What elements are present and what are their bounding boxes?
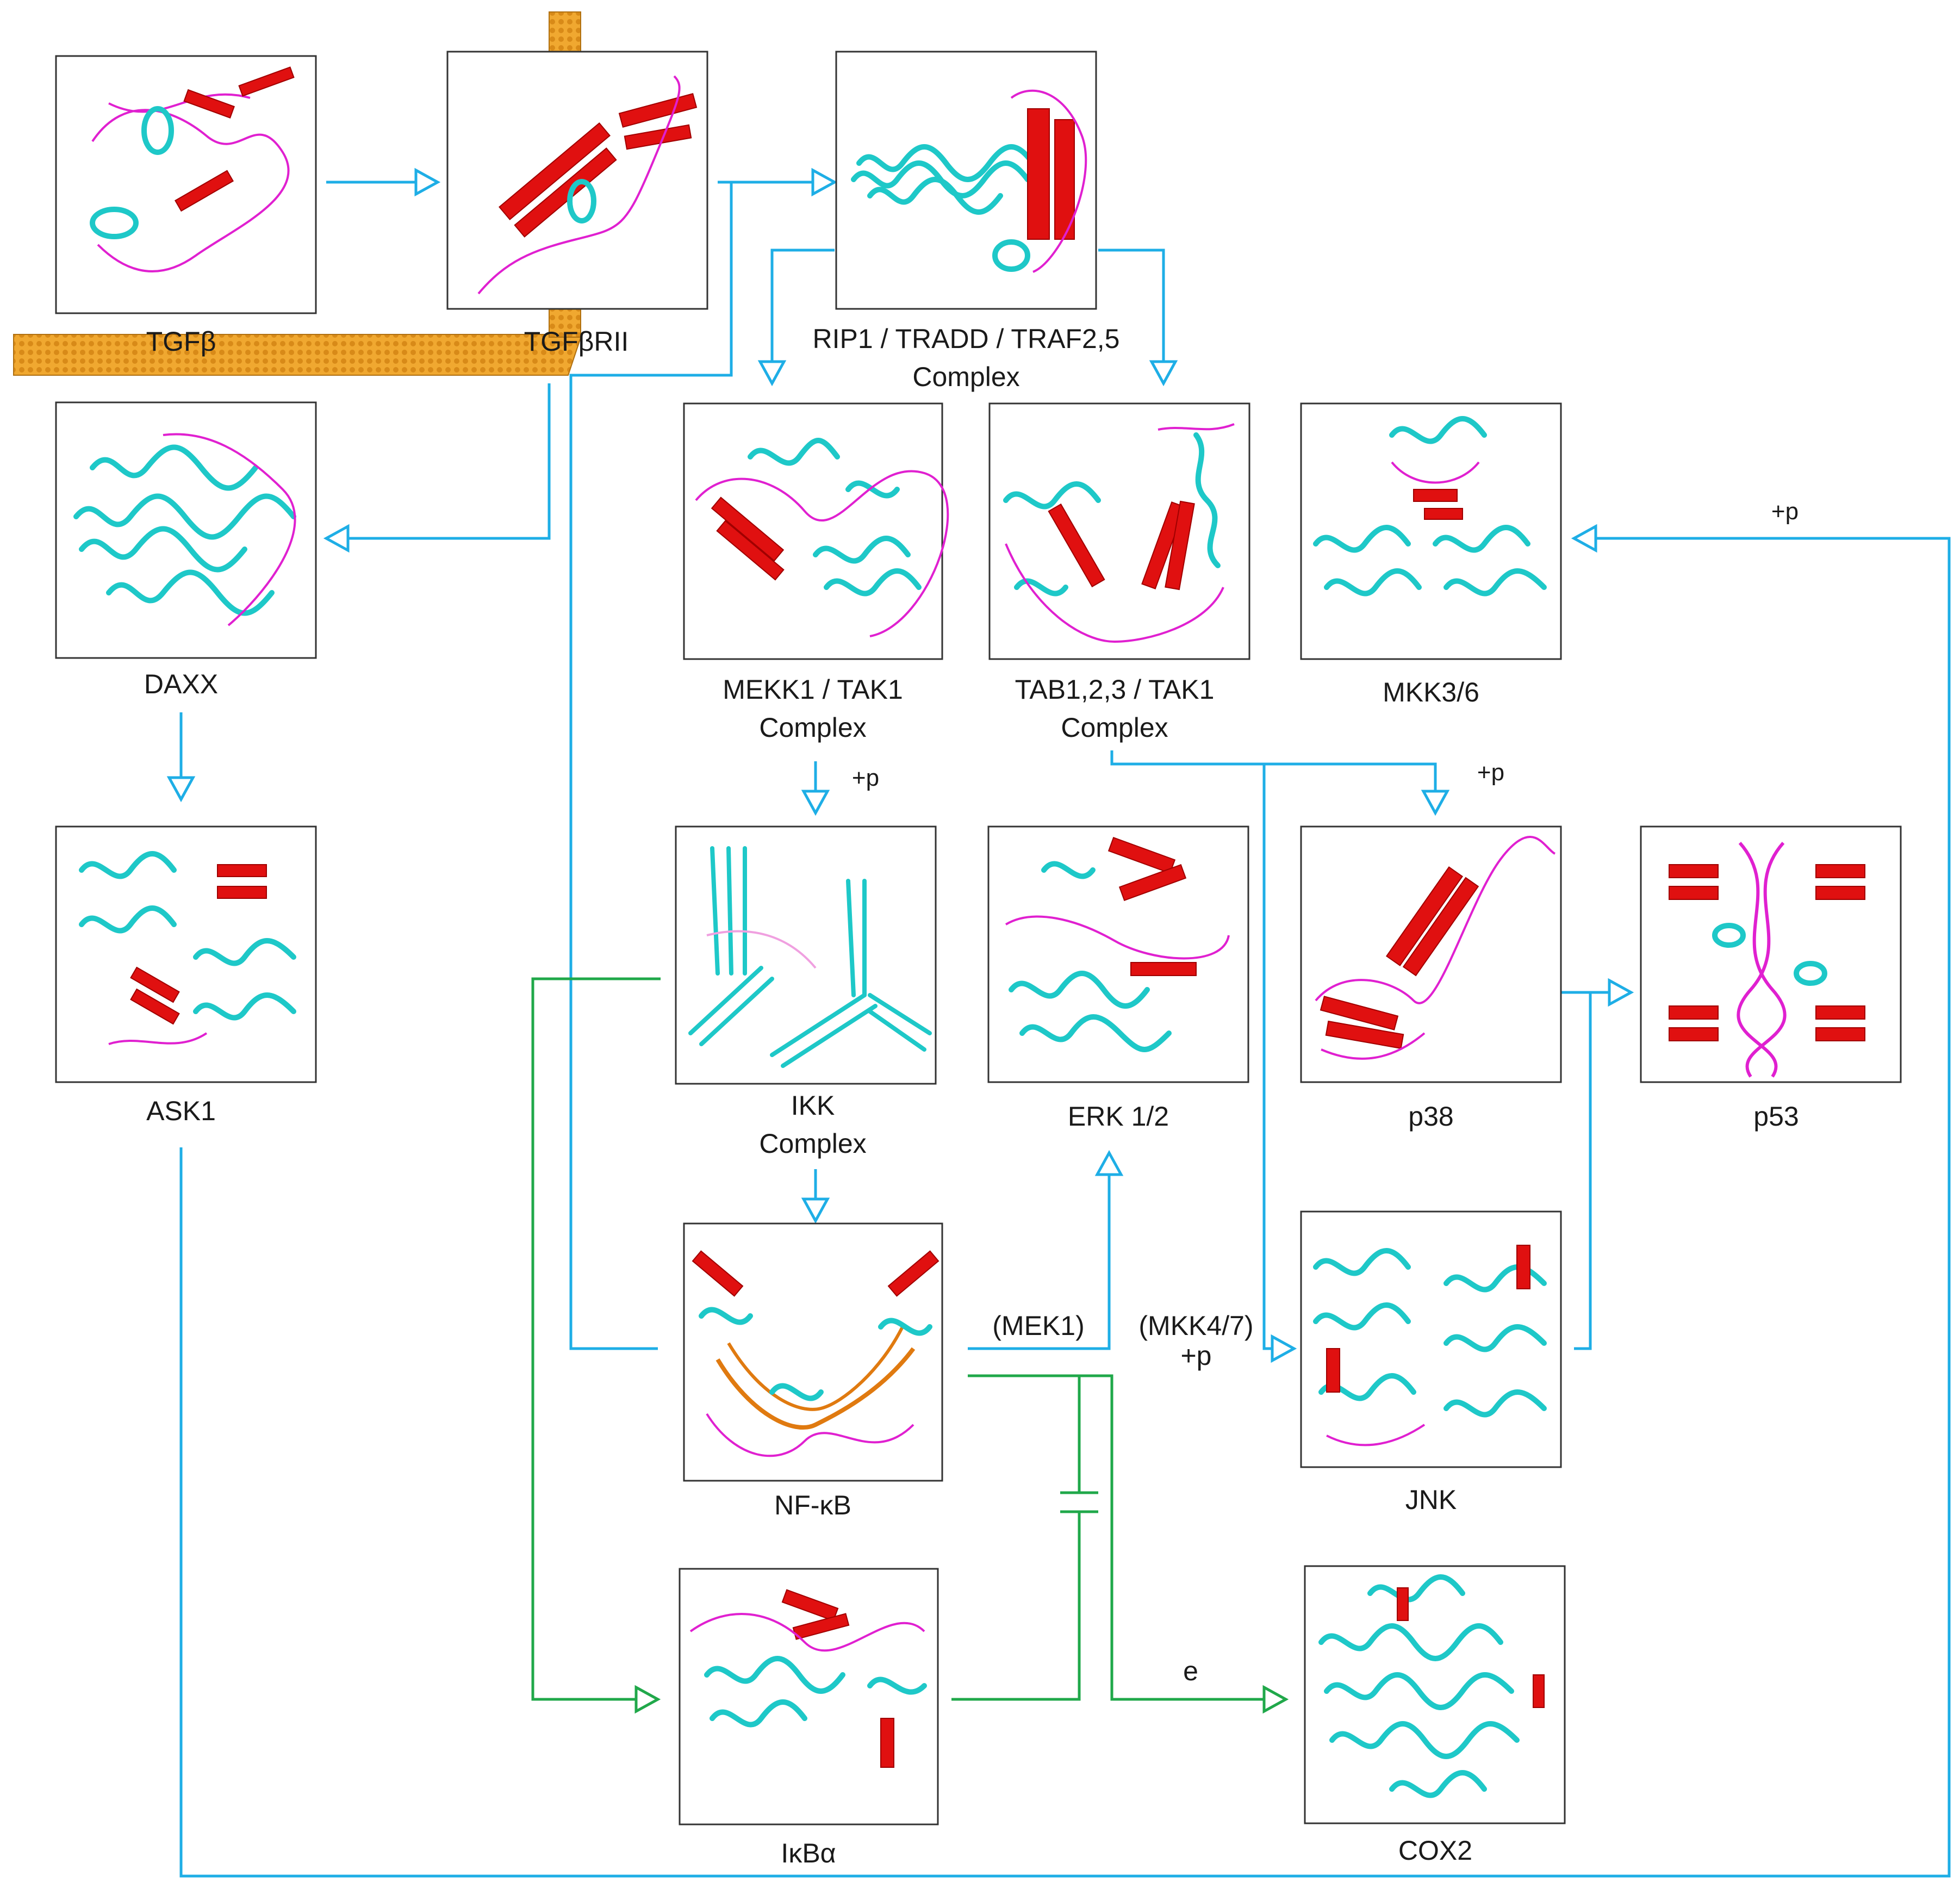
label-rip1-line1: RIP1 / TRADD / TRAF2,5	[813, 324, 1120, 354]
protein-mekk1-complex[interactable]	[683, 402, 949, 660]
protein-tab-complex[interactable]	[988, 402, 1250, 660]
label-ikba: IκBα	[781, 1838, 836, 1868]
protein-p53[interactable]	[1640, 825, 1902, 1083]
annotation-mkk47-line2: +p	[1180, 1340, 1211, 1371]
label-rip1-line2: Complex	[912, 362, 1019, 392]
label-tgfbrii: TGFβRII	[524, 326, 629, 357]
nfkb-arrows	[531, 977, 1289, 1714]
label-mekk1-line2: Complex	[759, 712, 866, 743]
protein-tgfbrii[interactable]	[446, 51, 708, 310]
label-erk12: ERK 1/2	[1068, 1101, 1169, 1132]
cell-membrane	[13, 11, 583, 376]
activation-arrows	[169, 170, 1951, 1878]
annotation-mek1: (MEK1)	[992, 1311, 1084, 1341]
label-ask1: ASK1	[146, 1096, 216, 1126]
label-tab-line2: Complex	[1061, 712, 1168, 743]
label-tab-line1: TAB1,2,3 / TAK1	[1015, 674, 1215, 705]
label-mekk1-line1: MEKK1 / TAK1	[723, 674, 903, 705]
protein-mkk36[interactable]	[1300, 402, 1562, 660]
protein-tgfb[interactable]	[55, 55, 317, 314]
label-p53: p53	[1753, 1101, 1799, 1132]
annotation-phosphorylation-ikk: +p	[852, 765, 879, 791]
protein-daxx[interactable]	[55, 401, 317, 659]
label-p38: p38	[1408, 1101, 1453, 1132]
protein-p38[interactable]	[1300, 825, 1562, 1083]
label-ikk-line1: IKK	[791, 1090, 835, 1121]
label-daxx: DAXX	[144, 669, 218, 699]
protein-nfkb[interactable]	[683, 1222, 943, 1482]
protein-cox2[interactable]	[1304, 1565, 1566, 1824]
label-cox2: COX2	[1398, 1835, 1472, 1866]
annotation-mkk47-line1: (MKK4/7)	[1138, 1311, 1253, 1341]
label-tgfb: TGFβ	[146, 326, 216, 357]
label-jnk: JNK	[1405, 1485, 1457, 1515]
protein-jnk[interactable]	[1300, 1210, 1562, 1468]
protein-rip1-complex[interactable]	[835, 51, 1097, 310]
label-ikk-line2: Complex	[759, 1128, 866, 1159]
annotation-e: e	[1183, 1656, 1198, 1686]
label-mkk36: MKK3/6	[1383, 677, 1479, 707]
annotation-phosphorylation-mkk36: +p	[1771, 498, 1799, 525]
protein-erk12[interactable]	[987, 825, 1249, 1083]
label-nfkb: NF-κB	[774, 1490, 851, 1520]
annotation-phosphorylation-p38: +p	[1477, 759, 1504, 786]
protein-ask1[interactable]	[55, 825, 317, 1083]
protein-ikk-complex[interactable]	[675, 825, 937, 1085]
protein-ikba[interactable]	[679, 1568, 939, 1825]
